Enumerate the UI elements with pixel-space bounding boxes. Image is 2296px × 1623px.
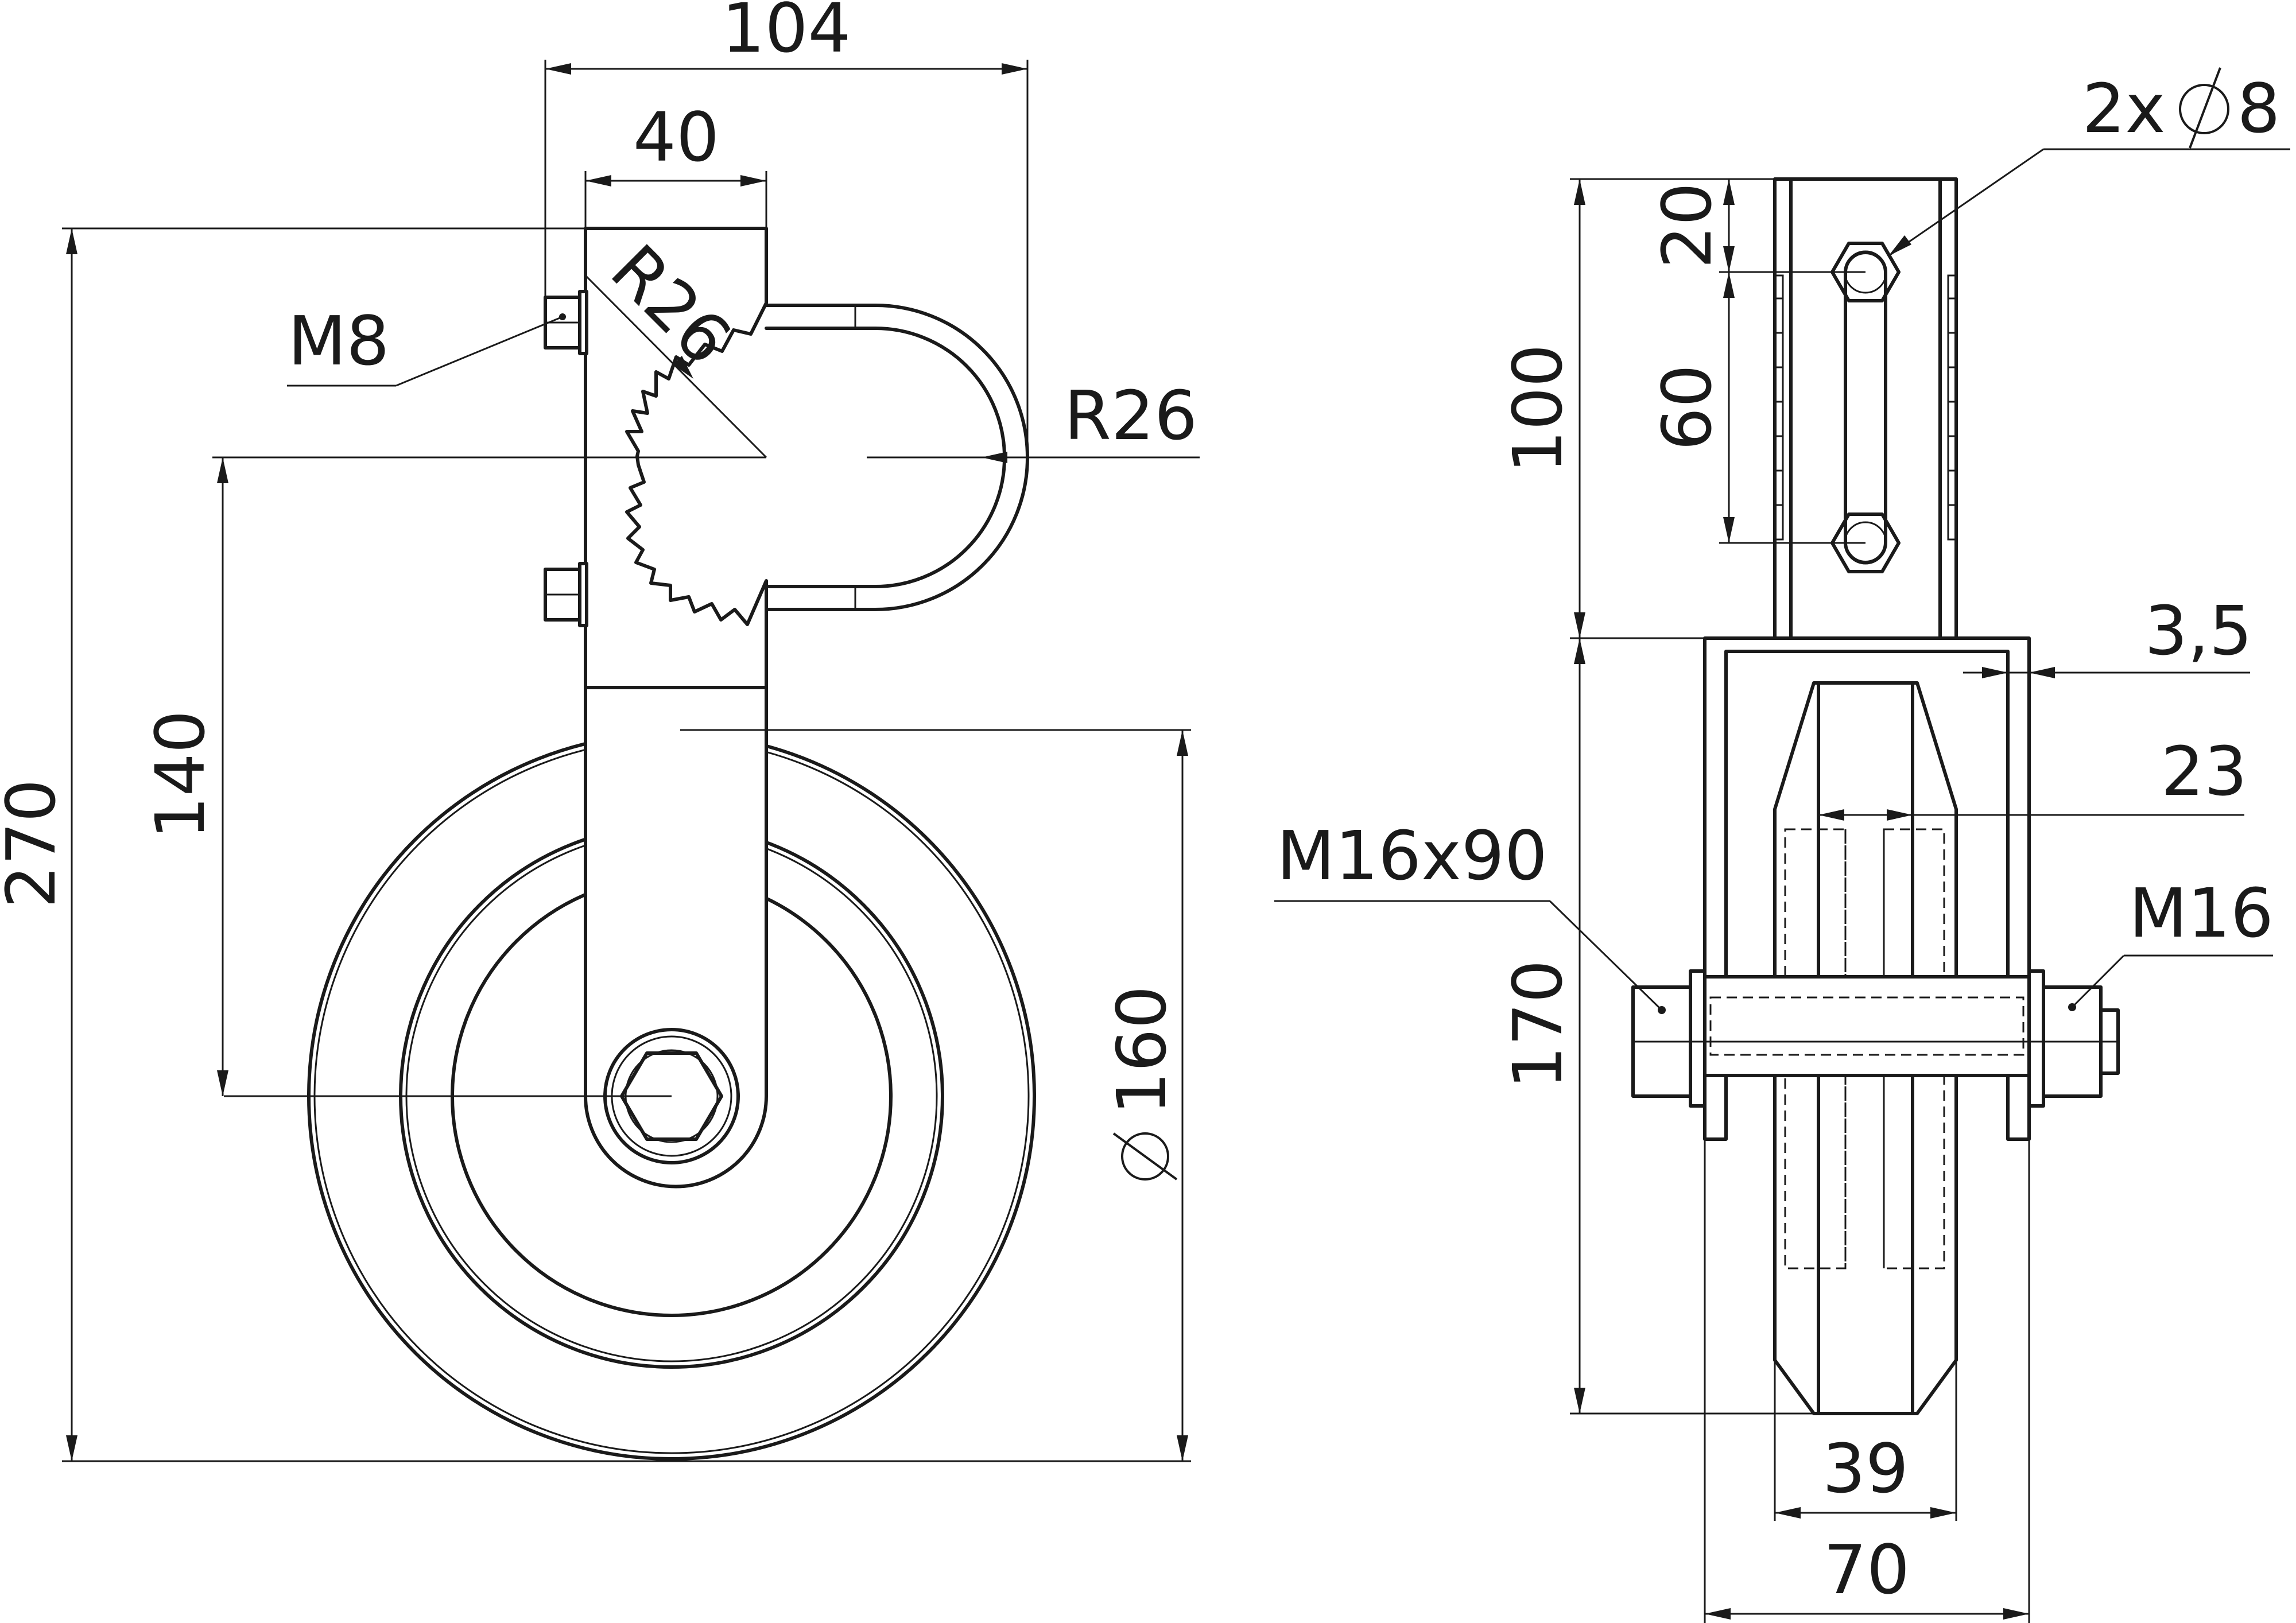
axle-washer-right — [2027, 969, 2045, 1108]
arrow-r26-inner — [673, 356, 693, 379]
serration-right — [1947, 274, 1957, 541]
diameter-symbol-icon — [2179, 67, 2229, 149]
arrow-40-l — [585, 175, 611, 187]
diameter-circle-160 — [1121, 1132, 1169, 1181]
arrow-100-t — [1574, 179, 1585, 205]
arrow-60-b — [1723, 517, 1735, 543]
axle-washer-left — [1689, 969, 1707, 1108]
arrow-39-r — [1930, 1507, 1956, 1519]
arrow-170-t — [1574, 638, 1585, 664]
arrow-140-t — [217, 457, 228, 483]
arrow-270-b — [66, 1435, 77, 1461]
label-m8: M8 — [288, 301, 390, 380]
arrow-23-r — [1887, 809, 1913, 821]
serration-right-strip — [1947, 274, 1957, 541]
arrow-160-b — [1177, 1435, 1188, 1461]
arrow-23-l — [1818, 809, 1844, 821]
m8-bolt-lower-washer — [578, 562, 588, 627]
arrow-20-b — [1723, 246, 1735, 272]
arrow-40-r — [740, 175, 766, 187]
label-nut: M16 — [2129, 873, 2274, 953]
label-100: 100 — [1498, 344, 1577, 473]
arrow-104-r — [1002, 63, 1027, 75]
label-140: 140 — [141, 710, 220, 839]
label-160: 160 — [1102, 985, 1181, 1115]
axle-bolt-side — [1631, 969, 2120, 1108]
diameter-circle-8 — [2179, 84, 2229, 134]
leader-m8-diag — [395, 316, 563, 387]
arrow-70-l — [1705, 1608, 1731, 1620]
m8-bolt-lower — [544, 562, 588, 627]
arrow-35-a — [1982, 667, 2008, 678]
arrow-35-b — [2029, 667, 2055, 678]
fork-arm — [584, 686, 768, 1189]
axle-shaft — [1703, 975, 2031, 1077]
serration-left-strip — [1774, 274, 1784, 541]
dot-m8 — [559, 313, 566, 320]
label-70: 70 — [1824, 1530, 1910, 1609]
diameter-symbol-icon — [1112, 1132, 1178, 1181]
m8-bolt-upper-washer — [578, 290, 588, 355]
arrow-39-l — [1775, 1507, 1801, 1519]
label-bolt: M16x90 — [1277, 816, 1548, 895]
leader-bolt-diag — [1549, 900, 1663, 1011]
arrow-270-t — [66, 228, 77, 254]
arrow-104-l — [545, 63, 571, 75]
axle-hub-front — [224, 1028, 740, 1164]
label-270: 270 — [0, 779, 71, 908]
label-slot-dia: 8 — [2237, 69, 2280, 148]
arrow-70-r — [2003, 1608, 2029, 1620]
diameter-slash-160 — [1112, 1132, 1178, 1181]
dot-bolt — [1658, 1006, 1666, 1014]
arrow-140-b — [217, 1070, 228, 1096]
arrow-20-t — [1723, 179, 1735, 205]
leader-slot-diag — [1888, 148, 2044, 257]
label-39: 39 — [1822, 1429, 1909, 1508]
serration-left — [1774, 274, 1784, 541]
front-view: 104 40 270 140 160 R26 R26 — [0, 0, 1200, 1462]
dot-nut — [2068, 1003, 2076, 1011]
diameter-slash-8 — [2189, 67, 2221, 149]
label-20: 20 — [1647, 183, 1727, 269]
arrow-slot — [1888, 235, 1911, 256]
label-104: 104 — [722, 0, 851, 68]
axle-hidden — [1709, 996, 2024, 1056]
arrow-60-t — [1723, 272, 1735, 298]
arrow-160-t — [1177, 730, 1188, 756]
m8-bolt-upper — [544, 290, 588, 355]
label-slot-qty: 2x — [2082, 69, 2166, 148]
label-40: 40 — [633, 98, 719, 177]
arrow-r26-outer — [982, 452, 1007, 463]
label-35: 3,5 — [2144, 591, 2252, 670]
clamp-block — [584, 227, 768, 689]
side-view: 100 20 60 2x 8 3,5 23 — [1274, 67, 2290, 1623]
tube-upright — [1773, 177, 1958, 640]
label-60: 60 — [1647, 364, 1727, 451]
label-r26-outer: R26 — [1064, 376, 1197, 455]
label-23: 23 — [2161, 732, 2247, 811]
slot — [1844, 251, 1887, 564]
label-170: 170 — [1498, 960, 1577, 1089]
arrow-100-b — [1574, 612, 1585, 638]
arrow-170-b — [1574, 1388, 1585, 1414]
leader-nut-diag — [2071, 954, 2125, 1008]
